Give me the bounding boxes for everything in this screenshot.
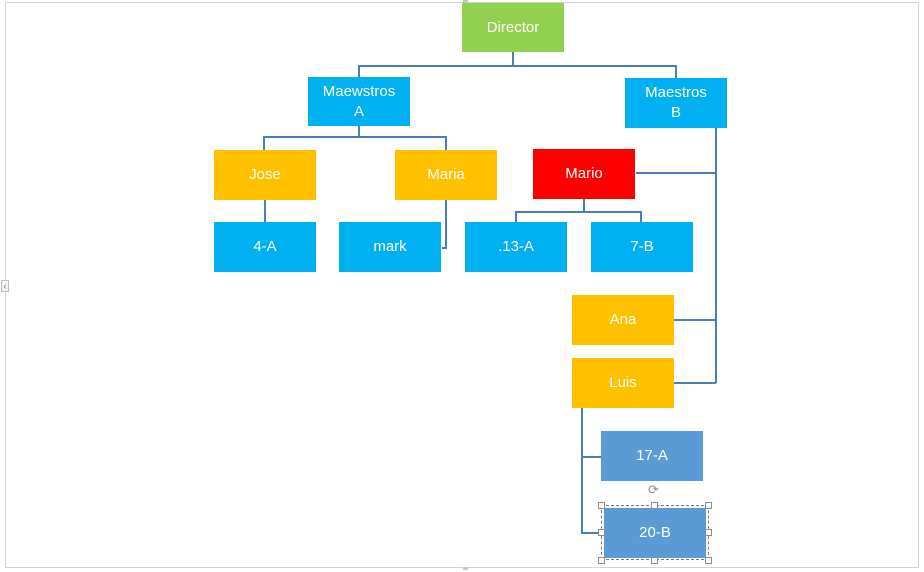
node-group-13a-label: .13-A (498, 238, 534, 255)
node-luis[interactable]: Luis (572, 358, 674, 408)
resize-handle-left[interactable] (598, 529, 605, 536)
node-maestros-b[interactable]: Maestros B (625, 78, 727, 128)
node-director[interactable]: Director (462, 3, 564, 52)
node-ana-label: Ana (609, 311, 637, 328)
connector-maestros-b (636, 128, 717, 384)
node-group-7b[interactable]: 7-B (591, 222, 693, 272)
connector-maestros-a (263, 126, 447, 150)
resize-handle-top-right[interactable] (705, 502, 712, 509)
node-maestros-b-label: Maestros B (645, 84, 707, 121)
resize-handle-bottom-right[interactable] (705, 557, 712, 564)
resize-handle-right[interactable] (705, 529, 712, 536)
node-maria[interactable]: Maria (395, 150, 497, 200)
node-mario-label: Mario (565, 165, 603, 182)
node-luis-label: Luis (609, 374, 637, 391)
node-maestros-a-label: Maewstros A (322, 82, 396, 120)
node-group-17a[interactable]: 17-A (601, 431, 703, 481)
node-group-17a-label: 17-A (636, 447, 668, 464)
resize-handle-top[interactable] (651, 502, 658, 509)
connector-maria (442, 200, 447, 249)
connector-mario (515, 199, 642, 222)
frame-bottom-tick (463, 567, 468, 570)
node-mark-label: mark (373, 238, 407, 255)
node-maria-label: Maria (427, 166, 465, 183)
chevron-left-icon[interactable]: ‹ (1, 280, 9, 292)
node-group-13a[interactable]: .13-A (465, 222, 567, 272)
connector-director (358, 52, 677, 78)
node-group-20b[interactable]: 20-B (604, 508, 706, 558)
node-group-20b-label: 20-B (639, 524, 671, 541)
node-jose-label: Jose (249, 166, 281, 183)
node-maestros-a[interactable]: Maewstros A (308, 77, 410, 126)
rotate-handle-icon[interactable]: ⟳ (648, 482, 659, 497)
node-jose[interactable]: Jose (214, 150, 316, 200)
frame-top-tick (463, 0, 468, 3)
resize-handle-bottom[interactable] (651, 557, 658, 564)
selection-outline (601, 505, 709, 560)
resize-handle-top-left[interactable] (598, 502, 605, 509)
node-group-4a[interactable]: 4-A (214, 222, 316, 272)
node-group-7b-label: 7-B (630, 238, 654, 255)
node-mario[interactable]: Mario (533, 149, 635, 199)
node-group-4a-label: 4-A (253, 238, 277, 255)
resize-handle-bottom-left[interactable] (598, 557, 605, 564)
connector-luis (581, 408, 601, 534)
node-ana[interactable]: Ana (572, 295, 674, 345)
node-director-label: Director (486, 18, 540, 36)
node-mark[interactable]: mark (339, 222, 441, 272)
